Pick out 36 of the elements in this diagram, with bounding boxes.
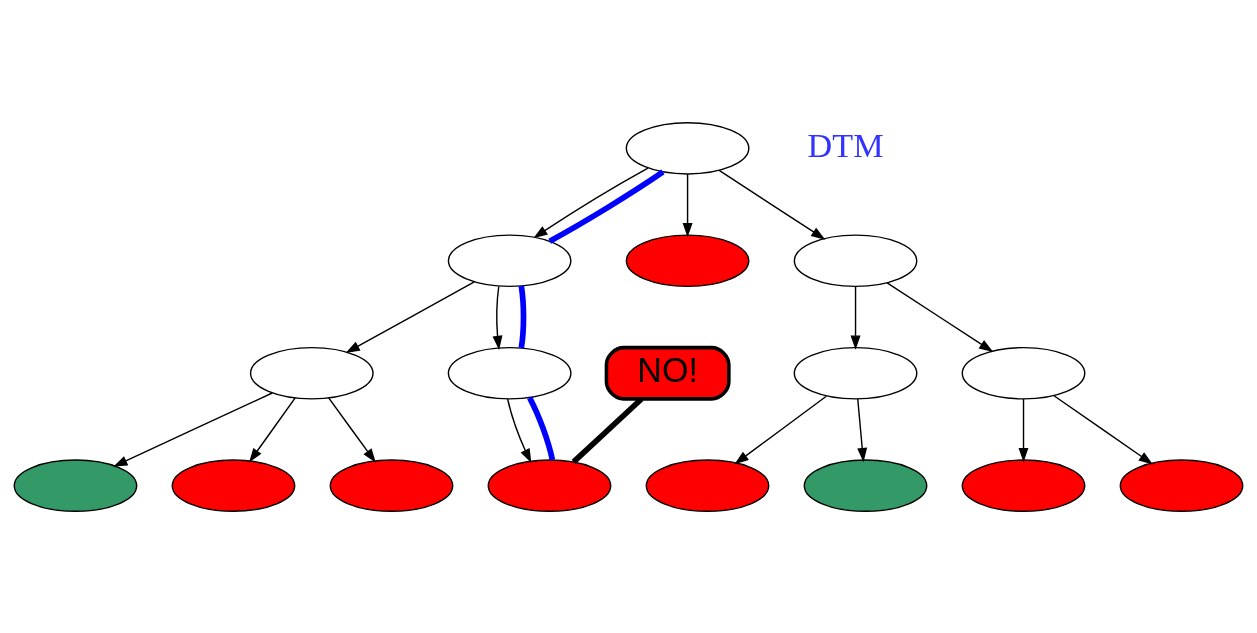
node-ellipse [803, 458, 928, 512]
arrow [113, 391, 273, 467]
label: DTM [807, 126, 884, 164]
node-ellipse [447, 233, 572, 287]
node-ellipse [1119, 458, 1244, 512]
arrow [734, 395, 827, 464]
node-ellipse [645, 458, 770, 512]
node-box: NO! [604, 345, 731, 401]
arrow [506, 397, 532, 463]
node-ellipse [625, 121, 750, 175]
connector [548, 169, 665, 244]
node-ellipse [487, 458, 612, 512]
arrow [718, 169, 826, 240]
node-ellipse [13, 458, 138, 512]
arrow [249, 396, 296, 462]
node-ellipse [625, 233, 750, 287]
arrow [1053, 394, 1153, 464]
node-ellipse [961, 346, 1086, 400]
arrow [682, 172, 693, 237]
node-ellipse [329, 458, 454, 512]
arrow [1018, 397, 1029, 462]
arrow [328, 396, 376, 463]
connector [527, 396, 556, 461]
connector [518, 285, 527, 348]
node-ellipse [249, 346, 374, 400]
arrow [492, 285, 503, 350]
node-ellipse [793, 233, 918, 287]
arrow [850, 285, 861, 350]
arrow [533, 166, 649, 238]
arrow [886, 281, 994, 352]
node-ellipse [961, 458, 1086, 512]
node-ellipse [171, 458, 296, 512]
arrow [857, 397, 868, 462]
node-ellipse [793, 346, 918, 400]
node-ellipse [447, 346, 572, 400]
arrow [345, 280, 475, 353]
